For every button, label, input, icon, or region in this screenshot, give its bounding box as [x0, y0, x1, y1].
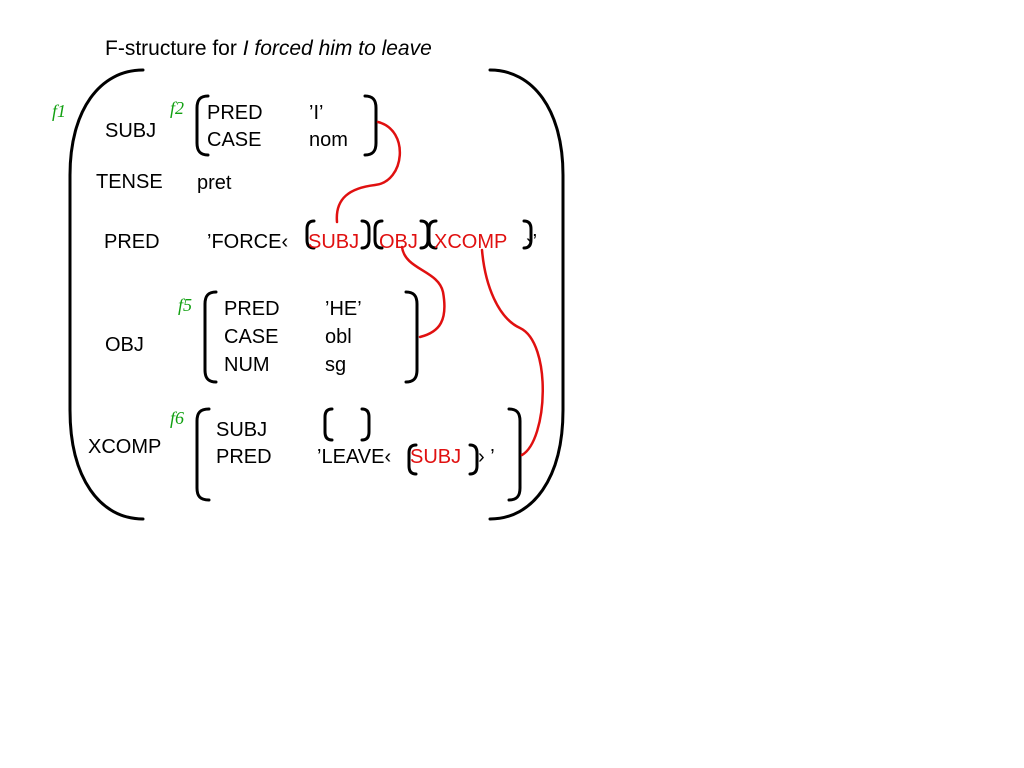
title-prefix: F-structure for: [105, 37, 243, 60]
f5-num-value: sg: [325, 354, 347, 376]
force-xcomp-right-bracket: [522, 219, 533, 250]
f5-right-bracket: [404, 290, 419, 384]
f6-pred-attr: PRED: [216, 446, 272, 468]
label-f2: f2: [170, 98, 185, 118]
f2-pred-attr: PRED: [207, 102, 263, 124]
leave-subj-right-bracket: [468, 443, 479, 476]
outer-subj-attr: SUBJ: [105, 120, 157, 142]
outer-right-bracket: [488, 68, 565, 521]
f5-num-attr: NUM: [224, 354, 270, 376]
f6-subj-left-bracket: [323, 407, 334, 442]
f5-pred-attr: PRED: [224, 298, 280, 320]
xcomp-link-curve: [480, 248, 544, 457]
f6-left-bracket: [195, 407, 211, 502]
outer-pred-attr: PRED: [104, 231, 160, 253]
leave-pred-close: › ’: [478, 446, 495, 468]
outer-tense-attr: TENSE: [96, 171, 163, 193]
f2-right-bracket: [363, 94, 378, 157]
outer-left-bracket: [68, 68, 145, 521]
label-f1: f1: [52, 101, 67, 121]
f2-pred-value: ’I’: [309, 102, 324, 124]
leave-subj-left-bracket: [407, 443, 418, 476]
f5-left-bracket: [203, 290, 218, 384]
force-subj-left-bracket: [305, 219, 316, 250]
force-arg-obj: OBJ: [379, 231, 418, 253]
outer-tense-value: pret: [197, 172, 232, 194]
diagram-title: F-structure for I forced him to leave: [105, 37, 432, 61]
outer-obj-attr: OBJ: [105, 334, 144, 356]
label-f5: f5: [178, 295, 193, 315]
f5-case-attr: CASE: [224, 326, 279, 348]
f5-case-value: obl: [325, 326, 352, 348]
force-obj-left-bracket: [373, 219, 384, 250]
label-f6: f6: [170, 408, 185, 428]
f6-right-bracket: [507, 407, 522, 502]
obj-link-curve: [400, 245, 446, 339]
outer-xcomp-attr: XCOMP: [88, 436, 162, 458]
f2-case-value: nom: [309, 129, 348, 151]
title-sentence: I forced him to leave: [242, 37, 432, 60]
force-pred-close: ›’: [526, 231, 538, 253]
force-xcomp-left-bracket: [427, 219, 438, 250]
f6-subj-attr: SUBJ: [216, 419, 268, 441]
force-obj-right-bracket: [419, 219, 430, 250]
f5-pred-value: ’HE’: [325, 298, 362, 320]
subj-link-curve: [335, 120, 402, 224]
leave-pred-open: ’LEAVE‹: [317, 446, 392, 468]
force-subj-right-bracket: [360, 219, 371, 250]
force-pred-open: ’FORCE‹: [207, 231, 289, 253]
f2-left-bracket: [195, 94, 210, 157]
leave-arg-subj: SUBJ: [410, 446, 462, 468]
force-arg-xcomp: XCOMP: [434, 231, 508, 253]
f2-case-attr: CASE: [207, 129, 262, 151]
f6-subj-right-bracket: [360, 407, 371, 442]
force-arg-subj: SUBJ: [308, 231, 360, 253]
